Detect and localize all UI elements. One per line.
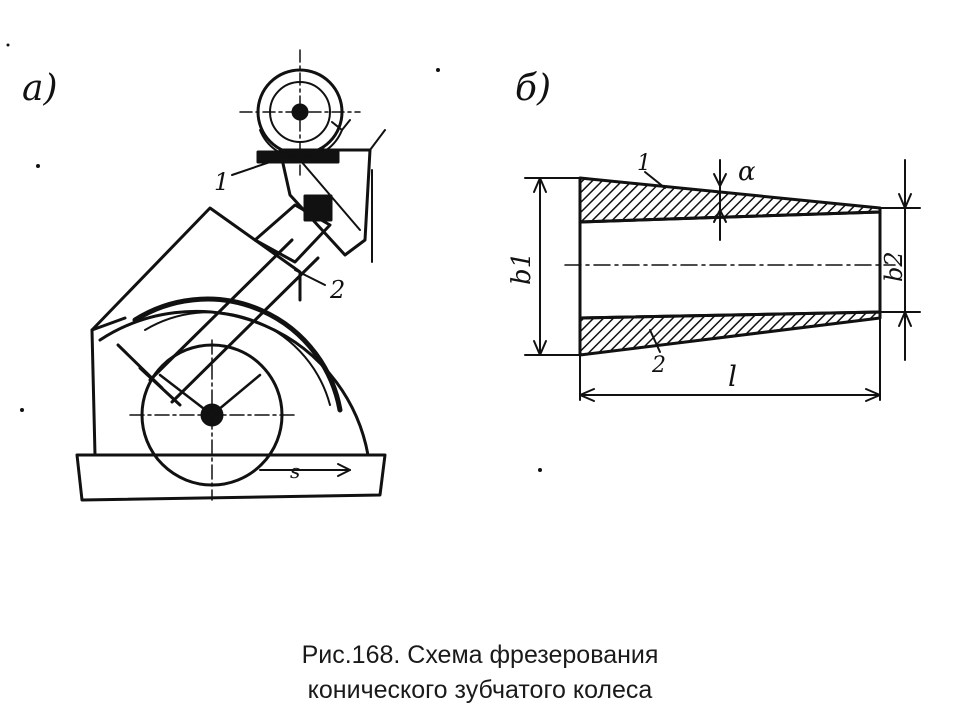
panel-a-callout-2: 2 [329, 276, 345, 304]
panel-b-callout-2: 2 [651, 353, 666, 378]
leader-2 [294, 269, 326, 286]
panel-a-label: а) [22, 68, 58, 109]
caption-line-2: конического зубчатого колеса [307, 676, 653, 704]
panel-b-label: б) [515, 68, 551, 109]
leader-1 [231, 161, 271, 176]
figure-caption: Рис.168. Схема фрезерования конического … [0, 638, 960, 708]
cutter-mandrel [253, 203, 332, 264]
dividing-head-quadrant [98, 309, 370, 457]
panel-a-callout-1: 1 [214, 168, 229, 196]
panel-b-callout-l: l [728, 360, 737, 393]
scan-specks [6, 43, 542, 472]
panel-a-drawing [75, 49, 387, 502]
panel-b-callout-b2: b2 [880, 251, 908, 282]
dividing-head-body [90, 206, 302, 457]
panel-b-callout-1: 1 [637, 151, 651, 176]
milling-scheme-figure: а) 1 2 s [6, 43, 921, 502]
machine-table [75, 453, 387, 502]
panel-b-drawing [524, 159, 921, 402]
caption-line-1: Рис.168. Схема фрезерования [301, 641, 659, 669]
panel-a-callout-s: s [290, 459, 300, 483]
top-tooth-wedge [578, 176, 882, 224]
inclined-spindle [148, 238, 320, 404]
cutter-head [278, 148, 372, 257]
panel-b-callout-alpha: α [738, 157, 756, 187]
panel-b-callout-b1: b1 [507, 252, 537, 285]
